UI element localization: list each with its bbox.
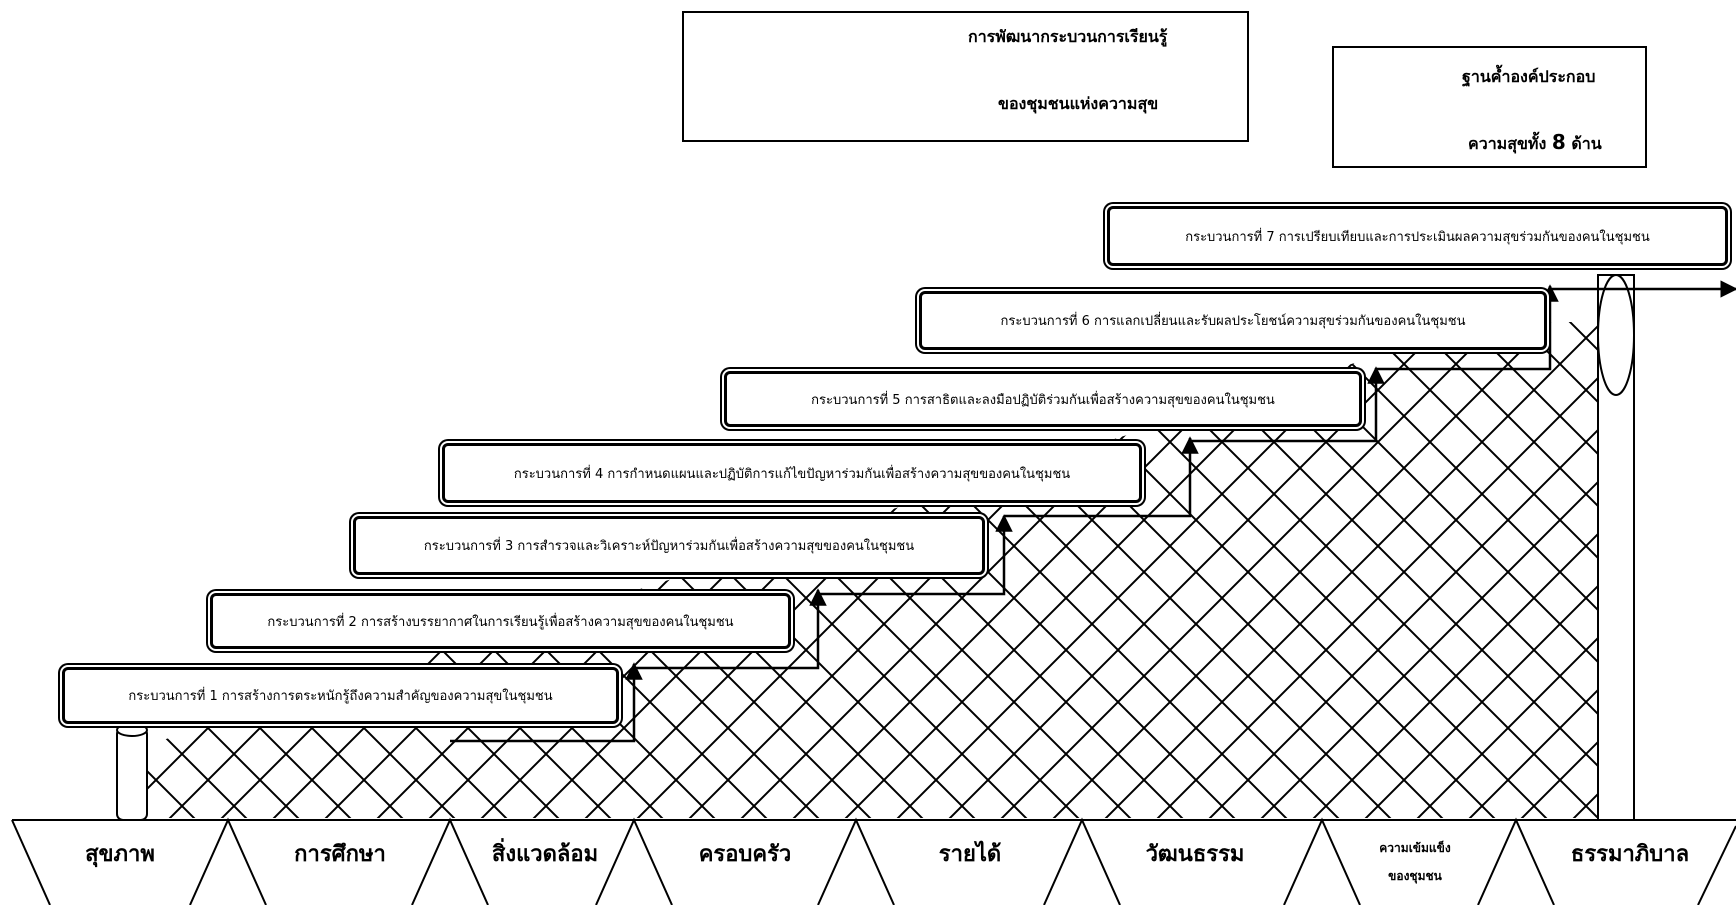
process-label-6: กระบวนการที่ 6 การแลกเปลี่ยนและรับผลประโ…	[1000, 314, 1466, 329]
staircase-path	[450, 280, 1736, 743]
legend-base-line1: ฐานค้ำองค์ประกอบ	[1462, 67, 1596, 86]
right-pillar-icon	[1597, 274, 1635, 821]
process-box-4: กระบวนการที่ 4 การกำหนดแผนและปฏิบัติการแ…	[442, 443, 1142, 503]
dimension-family: ครอบครัว	[698, 842, 792, 867]
dimension-income: รายได้	[938, 842, 1002, 867]
legend-base-line2: ความสุขทั้ง 8 ด้าน	[1468, 130, 1602, 157]
legend-steps-line1: การพัฒนากระบวนการเรียนรู้	[968, 27, 1168, 46]
dimension-health: สุขภาพ	[85, 842, 155, 867]
dimension-good-governance: ธรรมาภิบาล	[1570, 842, 1690, 867]
process-box-7: กระบวนการที่ 7 การเปรียบเทียบและการประเม…	[1107, 206, 1728, 266]
process-box-3: กระบวนการที่ 3 การสำรวจและวิเคราะห์ปัญหา…	[353, 516, 985, 575]
dimension-community-strength-line1: ความเข้มแข็ง	[1379, 841, 1451, 855]
left-pillar-icon	[116, 723, 148, 821]
process-label-3: กระบวนการที่ 3 การสำรวจและวิเคราะห์ปัญหา…	[423, 539, 915, 554]
legend-base-line2-suffix: ด้าน	[1571, 134, 1602, 153]
legend-steps-line2: ของชุมชนแห่งความสุข	[998, 94, 1159, 113]
legend-base-line2-prefix: ความสุขทั้ง	[1468, 134, 1547, 153]
process-box-6: กระบวนการที่ 6 การแลกเปลี่ยนและรับผลประโ…	[919, 291, 1547, 350]
process-label-5: กระบวนการที่ 5 การสาธิตและลงมือปฏิบัติร่…	[811, 392, 1275, 408]
dimension-community-strength-line2: ของชุมชน	[1388, 869, 1442, 883]
process-box-2: กระบวนการที่ 2 การสร้างบรรยากาศในการเรีย…	[210, 593, 791, 649]
process-label-2: กระบวนการที่ 2 การสร้างบรรยากาศในการเรีย…	[267, 614, 734, 630]
dimension-environment: สิ่งแวดล้อม	[491, 842, 599, 867]
legend-steps-box	[682, 11, 1249, 142]
dimension-culture: วัฒนธรรม	[1145, 842, 1245, 867]
process-box-1: กระบวนการที่ 1 การสร้างการตระหนักรู้ถึงค…	[62, 667, 619, 724]
process-label-1: กระบวนการที่ 1 การสร้างการตระหนักรู้ถึงค…	[128, 689, 553, 704]
process-box-5: กระบวนการที่ 5 การสาธิตและลงมือปฏิบัติร่…	[724, 371, 1362, 427]
dimension-community-strength: ความเข้มแข็ง ของชุมชน	[1340, 834, 1490, 890]
process-label-7: กระบวนการที่ 7 การเปรียบเทียบและการประเม…	[1185, 229, 1650, 245]
legend-base-box	[1332, 46, 1647, 168]
legend-base-count: 8	[1551, 130, 1566, 154]
dimension-education: การศึกษา	[294, 842, 386, 867]
process-label-4: กระบวนการที่ 4 การกำหนดแผนและปฏิบัติการแ…	[513, 466, 1071, 482]
dimensions-band	[11, 817, 1736, 905]
